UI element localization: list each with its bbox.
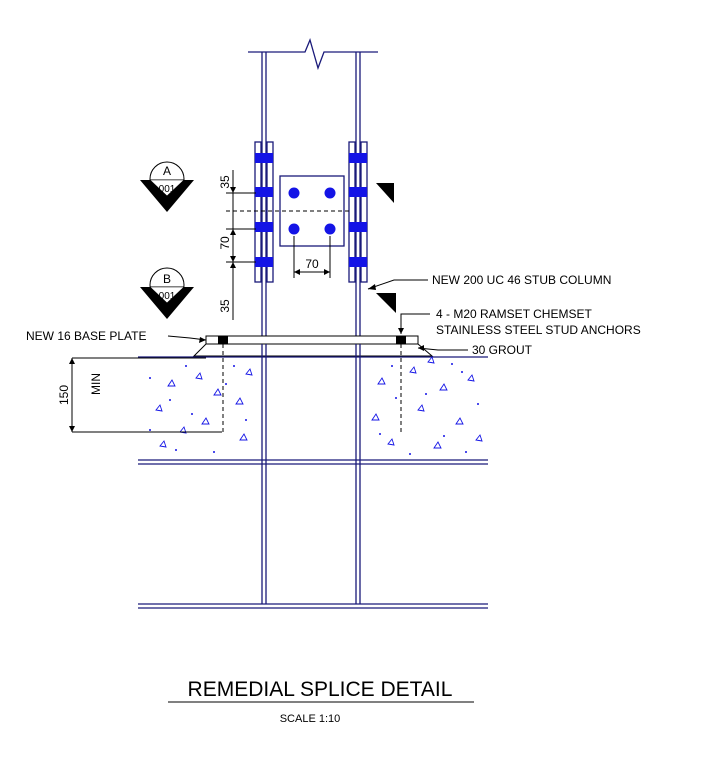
- dim-bolt-pitch-v: 70: [218, 236, 232, 250]
- dim-bottom-edge: 35: [218, 299, 232, 313]
- leader-lines: [167, 279, 468, 351]
- dim-top-edge: 35: [218, 175, 232, 189]
- vertical-dimensions: 35 70 35: [218, 170, 256, 320]
- section-marker-b: B 001: [140, 267, 194, 319]
- base-plate: [192, 335, 434, 432]
- lower-column: [261, 344, 361, 604]
- callout-stub-column: NEW 200 UC 46 STUB COLUMN: [432, 273, 611, 287]
- section-a-letter: A: [163, 164, 171, 178]
- drawing-scale: SCALE 1:10: [280, 713, 341, 725]
- dim-min-note: MIN: [89, 373, 103, 395]
- drawing-title: REMEDIAL SPLICE DETAIL: [188, 678, 453, 701]
- embedment-dimension: 150 MIN: [57, 357, 222, 433]
- dim-grout-depth: 150: [57, 385, 71, 405]
- dim-bolt-pitch-h: 70: [305, 257, 319, 271]
- splice-flange-plates: [254, 141, 368, 283]
- horizontal-dimension: 70: [293, 236, 331, 278]
- callout-anchors-line1: 4 - M20 RAMSET CHEMSET: [436, 307, 592, 321]
- concrete-slab: [138, 356, 488, 609]
- section-marker-a: A 001: [140, 161, 194, 212]
- callout-grout: 30 GROUT: [472, 343, 533, 357]
- flange-bolts: [255, 153, 367, 267]
- callout-anchors-line2: STAINLESS STEEL STUD ANCHORS: [436, 323, 641, 337]
- section-a-number: 001: [159, 184, 176, 195]
- concrete-hatch: [149, 356, 483, 455]
- callout-base-plate: NEW 16 BASE PLATE: [26, 329, 147, 343]
- section-b-number: 001: [159, 291, 176, 302]
- weld-symbols: [376, 183, 396, 313]
- web-splice-plate: [226, 175, 350, 247]
- section-b-letter: B: [163, 272, 171, 286]
- break-line: [248, 38, 378, 71]
